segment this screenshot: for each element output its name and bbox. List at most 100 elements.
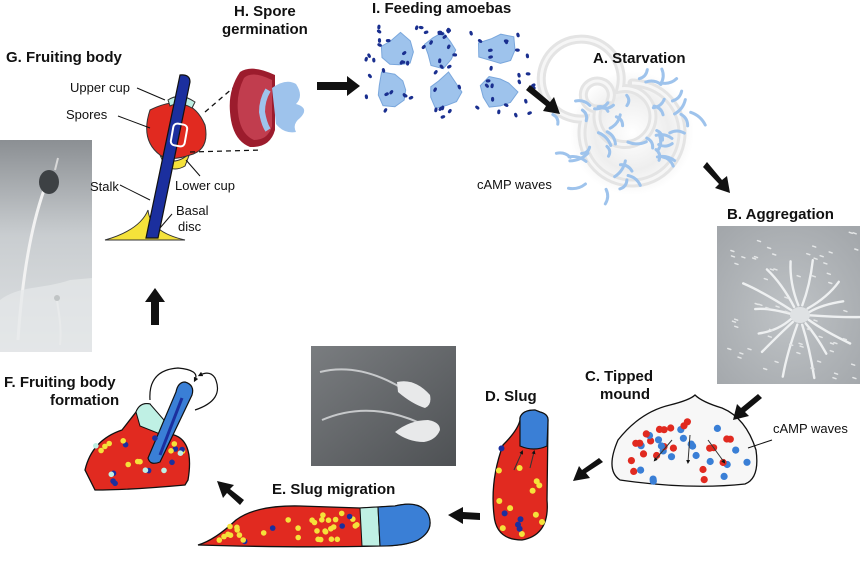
bacterium (383, 108, 388, 113)
cell-dot (529, 487, 536, 494)
starving-cell (673, 98, 687, 116)
cell-dot (102, 443, 108, 450)
cell-dot (319, 517, 325, 523)
cell-dot (216, 537, 223, 543)
bacterium (402, 51, 407, 56)
aggregating-cell (730, 249, 735, 253)
stage-label-d: D. Slug (485, 388, 537, 405)
aggregating-cell (747, 347, 752, 351)
aggregating-cell (773, 268, 778, 271)
cell-dot (338, 510, 345, 517)
bacterium (446, 44, 451, 50)
fruiting-body-diagram (104, 74, 263, 241)
aggregating-cell (798, 342, 803, 346)
starving-cell (608, 113, 622, 130)
annotation-disc: disc (178, 219, 202, 234)
annotation-basal: Basal (176, 203, 209, 218)
amoeba (430, 71, 463, 109)
starving-cell (605, 144, 612, 158)
stage-label-e: E. Slug migration (272, 481, 396, 498)
aggregating-cell (737, 356, 742, 359)
cell-dot (679, 434, 688, 442)
bacterium (439, 64, 444, 69)
aggregating-cell (775, 305, 780, 308)
cell-dot (106, 440, 112, 447)
bacterium (514, 112, 518, 118)
aggregating-cell (753, 255, 759, 259)
aggregating-cell (766, 246, 772, 250)
bacterium (372, 57, 376, 63)
aggregation-stream (808, 314, 860, 319)
cell-dot (93, 443, 99, 449)
starving-cell (596, 131, 613, 148)
aggregating-cell (829, 349, 835, 353)
cell-dot (706, 457, 714, 466)
starving-cell (613, 159, 627, 179)
starving-cell (626, 140, 648, 146)
cell-dot (637, 466, 645, 474)
cell-dot (683, 418, 692, 426)
cell-dot (172, 446, 179, 452)
starving-cell (603, 187, 610, 206)
cell-dot (285, 517, 292, 523)
bacterium (421, 44, 426, 50)
starving-cell (654, 133, 674, 140)
cell-dot (627, 457, 636, 465)
aggregating-cell (811, 245, 817, 248)
cell-dot (295, 534, 302, 541)
cell-dot (713, 424, 722, 432)
bacterium (381, 68, 386, 73)
cell-dot (269, 525, 276, 531)
cell-dot (227, 532, 234, 538)
bacterium (475, 105, 480, 110)
aggregating-cell (769, 268, 775, 271)
starving-cell (625, 93, 631, 108)
aggregating-cell (843, 309, 848, 313)
aggregating-cell (842, 337, 848, 341)
aggregating-cell (751, 257, 757, 260)
starving-cell (637, 68, 649, 81)
starving-cell (580, 145, 592, 155)
bacterium (525, 72, 531, 76)
bacterium (364, 56, 368, 62)
cell-dot (325, 517, 332, 523)
slug-migration-diagram (197, 503, 431, 548)
aggregation-stream (801, 323, 816, 380)
bacterium (376, 29, 382, 34)
cell-dot (700, 476, 708, 484)
bacterium (377, 38, 382, 43)
cell-dot (309, 517, 315, 523)
cell-dot (227, 523, 233, 530)
bacterium (437, 30, 443, 34)
aggregation-stream (742, 282, 793, 312)
aggregation-stream (765, 268, 796, 309)
cell-dot (667, 453, 676, 461)
bacterium (408, 96, 414, 100)
annotation-camp-waves-a: cAMP waves (477, 177, 552, 192)
aggregating-cell (852, 376, 857, 380)
bacterium (515, 48, 520, 52)
starving-cell (651, 97, 666, 110)
aggregation-photo (717, 226, 860, 384)
cell-dot (499, 525, 506, 532)
aggregating-cell (788, 343, 794, 347)
aggregating-cell (758, 303, 763, 307)
bacterium (385, 39, 391, 43)
bacterium (491, 96, 495, 102)
aggregating-cell (832, 376, 837, 380)
annotation-camp-waves-c: cAMP waves (773, 421, 848, 436)
bacterium (447, 108, 452, 114)
bacterium (477, 39, 483, 43)
bacterium (400, 60, 406, 64)
bacterium (377, 43, 382, 47)
aggregating-cell (739, 352, 744, 355)
starving-cell (605, 130, 617, 146)
cell-dot (125, 461, 131, 468)
aggregating-cell (796, 351, 801, 355)
aggregating-cell (784, 310, 789, 314)
cell-dot (657, 442, 666, 450)
bacterium (517, 72, 521, 78)
cell-dot (539, 519, 545, 525)
aggregation-stream (801, 259, 814, 307)
aggregating-cell (774, 360, 779, 364)
